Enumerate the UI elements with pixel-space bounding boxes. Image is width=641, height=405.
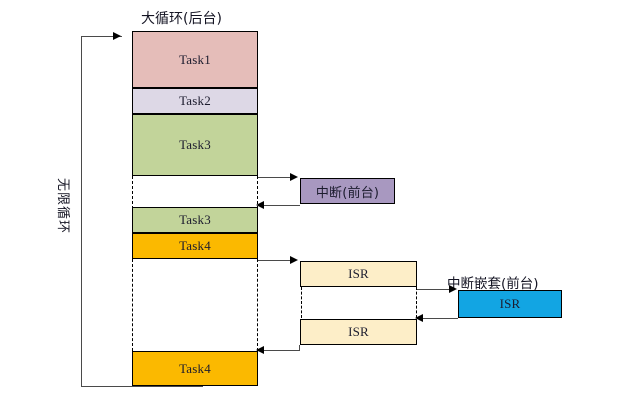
interrupt1-enter-line xyxy=(258,177,296,178)
main-title: 大循环(后台) xyxy=(141,11,222,27)
loop-arrow-head xyxy=(113,31,121,40)
task-block-task4-first: Task4 xyxy=(132,233,258,259)
task-block-label: Task3 xyxy=(179,137,211,152)
loop-bracket-bottom xyxy=(81,386,203,387)
nested-interrupt-title: 中断嵌套(前台) xyxy=(447,276,539,292)
isr-block-first: ISR xyxy=(300,261,417,287)
task-block-task3-resume: Task3 xyxy=(132,207,258,233)
nested-return-arrow xyxy=(415,313,423,322)
isr-block-label: ISR xyxy=(348,324,369,339)
task-block-label: Task4 xyxy=(179,360,211,376)
isr-return-line xyxy=(263,350,300,351)
task-block-task2: Task2 xyxy=(132,88,258,114)
nested-return-line xyxy=(422,318,458,319)
task-block-label: Task3 xyxy=(179,212,211,227)
isr1-enter-line xyxy=(258,260,296,261)
interrupt1-return-arrow xyxy=(256,200,264,209)
interrupt1-enter-arrow xyxy=(290,172,298,181)
task-block-label: Task2 xyxy=(179,93,211,108)
isr-block-second: ISR xyxy=(300,319,417,345)
isr-return-arrow xyxy=(256,345,264,354)
loop-bracket-left xyxy=(81,36,82,386)
nested-enter-line xyxy=(417,289,454,290)
interrupt-block-foreground: 中断(前台) xyxy=(300,178,395,204)
interrupt-block-label: 中断(前台) xyxy=(315,185,380,201)
isr1-enter-arrow xyxy=(290,255,298,264)
task-block-task4-resume: Task4 xyxy=(132,351,258,386)
preempt-gap1-right-dash xyxy=(257,176,258,209)
infinite-loop-label: 无限循环 xyxy=(55,178,70,235)
preempt-gap1-left-dash xyxy=(132,176,133,209)
interrupt1-return-line xyxy=(263,205,300,206)
preempt-gap2-left-dash xyxy=(132,259,133,351)
task-block-task1: Task1 xyxy=(132,31,258,88)
nested-isr-label: ISR xyxy=(499,296,521,311)
loop-bracket-top xyxy=(81,36,122,37)
isr-gap-right-dash xyxy=(416,287,417,318)
task-block-label: Task4 xyxy=(179,238,211,253)
isr-block-label: ISR xyxy=(348,266,369,281)
isr-return-drop xyxy=(299,345,300,351)
preempt-gap2-right-dash xyxy=(257,259,258,351)
task-block-task3-first: Task3 xyxy=(132,114,258,176)
isr-gap-left-dash xyxy=(301,287,302,318)
nested-enter-arrow xyxy=(449,284,457,293)
task-block-label: Task1 xyxy=(179,51,211,67)
nested-isr-block: ISR xyxy=(458,290,562,318)
